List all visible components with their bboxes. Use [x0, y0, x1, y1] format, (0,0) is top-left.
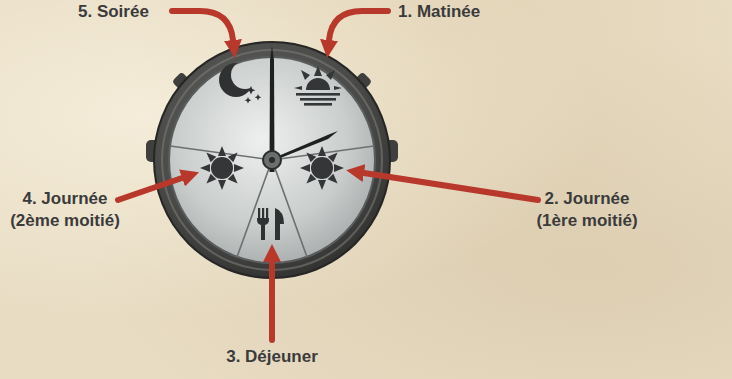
sun-ray [301, 70, 310, 80]
horizon-line [304, 103, 332, 106]
sun-ray [334, 86, 342, 90]
fork-tine [266, 208, 268, 219]
knife [275, 208, 284, 240]
sun-ray [294, 86, 302, 90]
sunrise-icon [294, 66, 342, 106]
clock-hands [263, 46, 338, 172]
horizon-line [300, 98, 336, 101]
sector-line [272, 160, 307, 257]
fork-tine [262, 208, 264, 219]
sun-ray [326, 70, 335, 80]
pointer-arrow [329, 11, 388, 40]
fork-handle [257, 218, 269, 240]
pointer-arrow [364, 173, 538, 200]
sun-icon [200, 146, 244, 190]
hand-hub [263, 151, 281, 169]
pointer-arrow [118, 178, 182, 200]
dial-rim [146, 42, 398, 278]
hand-pin [269, 157, 275, 163]
time-label: 2. Journée (1ère moitié) [528, 188, 646, 232]
time-label: 1. Matinée [398, 1, 480, 23]
sun-ray [314, 66, 322, 76]
moon-icon [219, 63, 261, 104]
fork-knife-icon [257, 208, 284, 240]
star [255, 94, 262, 101]
crescent-moon [219, 63, 253, 97]
pointer-arrow [172, 11, 233, 40]
time-label: 3. Déjeuner [212, 346, 332, 368]
time-label: 4. Journée (2ème moitié) [6, 188, 124, 232]
pointer-arrow [269, 262, 275, 340]
time-label: 5. Soirée [78, 1, 149, 23]
rim-ring [154, 42, 390, 278]
star [247, 86, 256, 95]
pointer-arrows [118, 11, 538, 340]
star [245, 97, 252, 104]
sector-line [237, 160, 272, 257]
fork-tine [258, 208, 260, 219]
half-sun [306, 78, 330, 90]
sun-icon [300, 146, 344, 190]
horizon-line [296, 93, 340, 96]
